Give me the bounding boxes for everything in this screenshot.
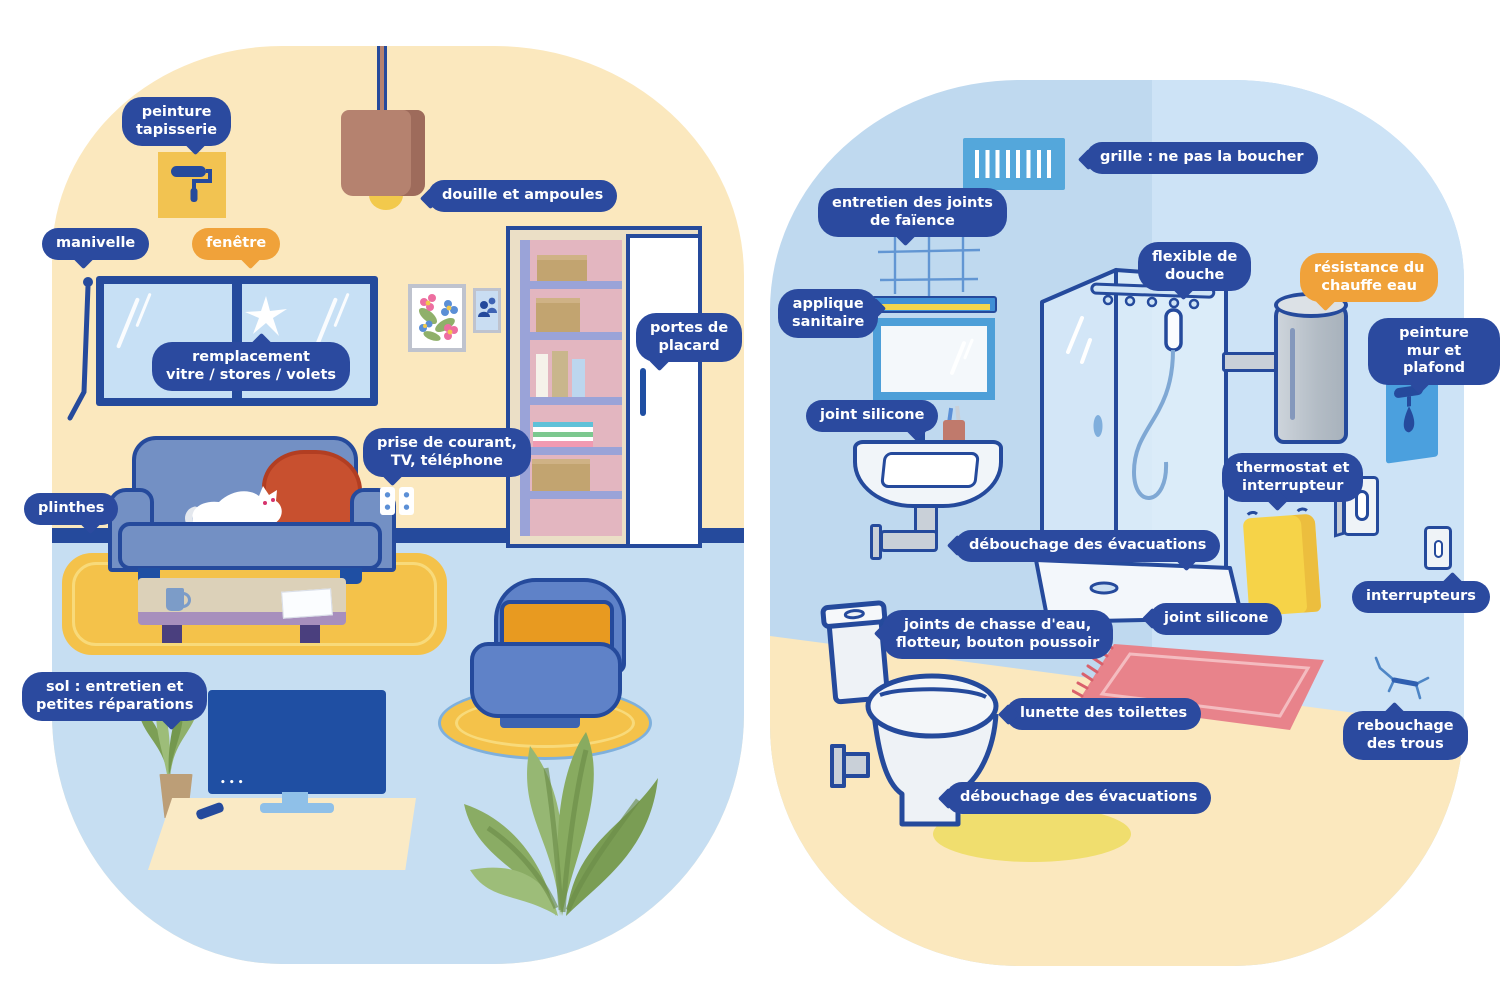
label-debouchage-evacuations-wc: débouchage des évacuations <box>937 782 1212 814</box>
water-heater-body <box>1274 302 1348 444</box>
label-joint-silicone-lavabo: joint silicone <box>806 400 939 441</box>
books <box>552 351 568 397</box>
closet-side-strip <box>520 240 530 536</box>
label-peinture-tapisserie: peinture tapisserie <box>122 97 232 156</box>
toilet-mat <box>933 806 1131 862</box>
glass-crack-star-icon <box>245 296 287 336</box>
closet-door <box>626 234 702 548</box>
door-handle <box>640 368 646 416</box>
flower-art-icon <box>418 294 458 341</box>
label-applique-sanitaire: applique sanitaire <box>778 289 887 339</box>
mug <box>166 588 191 611</box>
label-debouchage-evacuations-douche: débouchage des évacuations <box>946 530 1221 571</box>
photo-people-icon <box>478 297 497 317</box>
coffee-table-leg <box>162 625 182 643</box>
label-resistance-chauffe-eau: résistance du chauffe eau <box>1300 253 1439 312</box>
label-flexible-douche: flexible de douche <box>1138 242 1252 301</box>
wall-crack <box>1374 656 1430 700</box>
towel <box>1242 506 1322 617</box>
label-rebouchage-trous: rebouchage des trous <box>1343 701 1468 761</box>
light-switch <box>1424 526 1452 570</box>
toilet <box>820 600 999 827</box>
power-outlet <box>380 487 395 515</box>
tv-stand-base <box>260 803 334 813</box>
tv-dots: • • • <box>220 778 244 788</box>
vent-grille <box>963 138 1065 190</box>
big-plant <box>464 732 658 916</box>
label-prise-courant: prise de courant, TV, téléphone <box>363 428 531 487</box>
tv-stand-neck <box>282 792 308 805</box>
mirror <box>873 318 995 400</box>
flower-picture-frame <box>408 284 466 352</box>
label-plinthes: plinthes <box>24 493 119 534</box>
label-grille: grille : ne pas la boucher <box>1077 142 1318 174</box>
pendant-shade <box>341 110 425 196</box>
hand-shower-icon <box>1164 308 1183 352</box>
shower-cabin <box>1034 268 1244 631</box>
label-manivelle: manivelle <box>42 228 150 269</box>
label-peinture-mur-plafond: peinture mur et plafond <box>1368 318 1500 395</box>
storage-box <box>536 298 580 332</box>
thermostat-slot <box>1355 490 1369 521</box>
storage-box <box>537 255 587 281</box>
label-joints-faience: entretien des joints de faïence <box>818 188 1007 247</box>
coffee-table-leg <box>300 625 320 643</box>
photo-frame <box>473 288 501 333</box>
label-interrupteurs: interrupteurs <box>1352 571 1490 613</box>
label-portes-placard: portes de placard <box>636 313 743 372</box>
label-douille-ampoules: douille et ampoules <box>419 180 618 212</box>
label-fenetre: fenêtre <box>192 228 281 269</box>
closet <box>506 226 702 548</box>
paint-roller-art <box>158 152 226 218</box>
power-outlet <box>399 487 414 515</box>
sink-trap-flange <box>870 524 882 560</box>
folded-clothes <box>533 422 593 447</box>
books <box>572 359 585 397</box>
books <box>536 354 548 397</box>
sofa-seat <box>118 522 382 570</box>
label-sol-entretien: sol : entretien et petites réparations <box>22 672 208 731</box>
crank-handle <box>67 277 93 421</box>
sink-trap-horizontal <box>880 530 938 552</box>
toothbrush-cup <box>943 420 965 446</box>
sink-basin <box>853 440 1003 508</box>
label-remplacement-vitre: remplacement vitre / stores / volets <box>152 332 351 392</box>
tv-screen: • • • <box>208 690 386 794</box>
sink-bowl <box>880 452 980 488</box>
pendant-cord <box>377 46 387 116</box>
tile-joints-grid <box>877 228 981 296</box>
label-thermostat-interrupteur: thermostat et interrupteur <box>1222 453 1364 512</box>
heater-pipe <box>1222 352 1280 372</box>
paint-roller-icon <box>171 166 212 202</box>
paint-roller-icon <box>1394 385 1423 433</box>
label-joints-chasse-eau: joints de chasse d'eau, flotteur, bouton… <box>873 610 1114 660</box>
storage-box <box>532 459 590 491</box>
label-lunette-toilettes: lunette des toilettes <box>997 698 1202 730</box>
armchair-seat <box>470 642 622 718</box>
wall-light <box>871 296 997 313</box>
label-joint-silicone-douche: joint silicone <box>1141 603 1283 635</box>
paper-sheet <box>281 588 333 619</box>
